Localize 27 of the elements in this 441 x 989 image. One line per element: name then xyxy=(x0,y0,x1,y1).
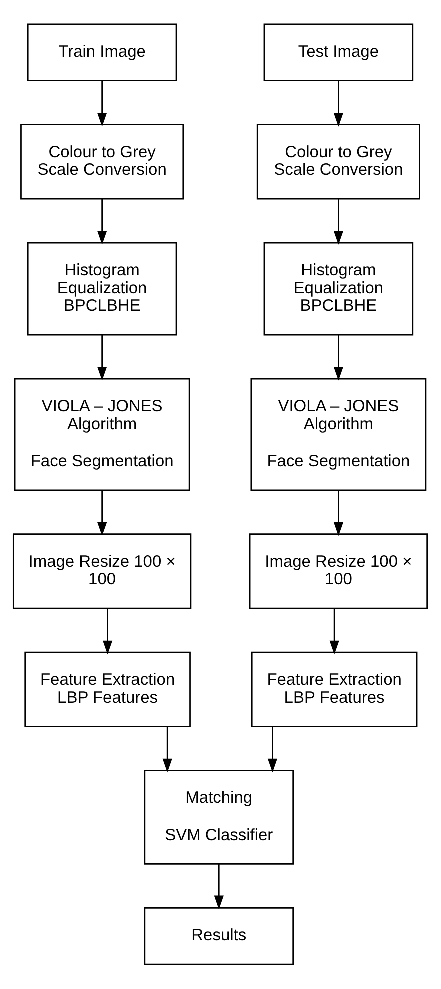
arrow xyxy=(98,490,108,536)
arrow xyxy=(98,81,108,127)
node-box: Feature Extraction LBP Features xyxy=(24,652,191,728)
node-box: Histogram Equalization BPCLBHE xyxy=(27,242,178,336)
node-box: Feature Extraction LBP Features xyxy=(251,652,418,728)
arrow xyxy=(268,727,278,773)
arrow xyxy=(334,335,344,381)
node-box: Image Resize 100 × 100 xyxy=(12,534,192,610)
node-box: Train Image xyxy=(27,24,178,82)
arrow xyxy=(98,335,108,381)
node-box: Image Resize 100 × 100 xyxy=(249,534,428,610)
node-box: Matching SVM Classifier xyxy=(144,770,294,865)
arrow xyxy=(98,199,108,245)
arrow xyxy=(214,864,224,910)
arrow xyxy=(334,81,344,127)
node-box: Colour to Grey Scale Conversion xyxy=(20,124,184,200)
node-box: Test Image xyxy=(264,24,414,82)
arrow xyxy=(162,727,172,773)
node-box: Results xyxy=(144,907,294,966)
node-box: VIOLA – JONES Algorithm Face Segmentation xyxy=(250,378,427,492)
node-box: Colour to Grey Scale Conversion xyxy=(256,124,420,200)
node-box: VIOLA – JONES Algorithm Face Segmentation xyxy=(14,378,190,492)
arrow xyxy=(103,608,113,655)
arrow xyxy=(330,608,340,655)
node-box: Histogram Equalization BPCLBHE xyxy=(264,242,414,336)
arrow xyxy=(334,199,344,245)
arrow xyxy=(334,490,344,536)
